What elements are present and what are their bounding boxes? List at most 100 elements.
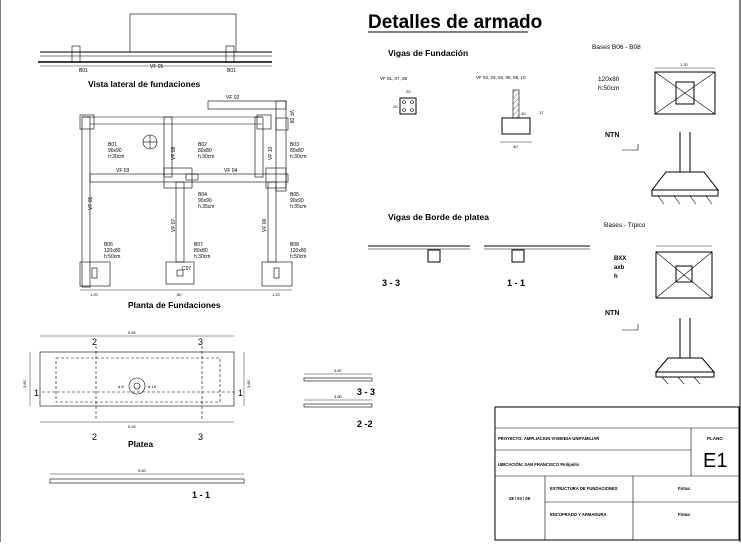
col-b04: [185, 173, 199, 181]
b02-h: h:30cm: [198, 154, 214, 160]
platea-inner: [55, 357, 221, 403]
b06-size: 120x80: [598, 76, 620, 83]
tipico-plan: [655, 251, 713, 299]
base-b03: B03 80x80 h:30cm: [290, 142, 306, 160]
sec33-slab: [303, 377, 373, 382]
vigas-fundacion: Vigas de Fundación VF 01, 07, 08 VF 02, …: [380, 48, 544, 149]
cut-1-left: 1: [34, 388, 39, 398]
b05-h: h:35cm: [290, 204, 306, 210]
vigas-borde: Vigas de Borde de platea 3 - 3 1 - 1: [368, 212, 590, 288]
vb-beam-a: [427, 249, 441, 263]
base-b02: B02 80x80 h:30cm: [198, 142, 214, 160]
planta-title: Planta de Fundaciones: [128, 300, 221, 310]
rebar-a: [402, 100, 406, 104]
vb-cut-b: 1 - 1: [507, 278, 525, 288]
vf-title: Vigas de Fundación: [388, 48, 468, 58]
lbl-vf10: VF 10: [268, 146, 274, 160]
col-b07: [176, 269, 184, 277]
b01-h: h:30cm: [108, 154, 124, 160]
cut-1-right: 1: [238, 388, 243, 398]
cut-2-top: 2: [92, 337, 97, 347]
sec22-dim-text: 3.80: [334, 394, 343, 399]
tb-encofrado: ENCOFRADO Y ARMADURA: [550, 512, 606, 517]
tb-outline: [494, 406, 740, 541]
title-block: PROYECTO: AMPLIACION VIVIENDA UNIFAMILIA…: [494, 406, 740, 541]
platea-center-a: ø 8: [118, 384, 125, 389]
b06-diag-b: [654, 71, 716, 115]
vista-lateral-title: Vista lateral de fundaciones: [88, 79, 201, 89]
pad-b05: [265, 167, 287, 189]
b08-h: h:50cm: [290, 254, 306, 260]
seccion-1-1: 5.60 1 - 1: [49, 468, 245, 500]
tipico-ntn: NTN: [605, 310, 619, 317]
bases-b06-b08: Bases B06 - B08 120x80 h:50cm 1.20 NTN: [592, 44, 720, 205]
sec11-slab: [49, 478, 245, 484]
b02-size: 80x80: [198, 148, 212, 154]
beam-vf03-vf04: [89, 173, 289, 183]
lbl-vf04: VF 04: [224, 168, 238, 174]
base-b07: B07 80x80 h:30cm: [194, 242, 210, 260]
tipico-line2: axb: [614, 265, 625, 271]
tb-firma2: Firma:: [678, 512, 691, 517]
pad-b04: [163, 167, 193, 189]
platea-drain: [128, 377, 146, 395]
sec11-dim-text: 5.60: [138, 468, 147, 473]
platea-center-b: ø 15: [148, 384, 157, 389]
b01-size: 90x90: [108, 148, 122, 154]
b06-dim: 1.20: [680, 62, 689, 67]
vb-cut-a: 3 - 3: [382, 278, 400, 288]
b04-size: 90x90: [198, 198, 212, 204]
vf-section-1: [399, 97, 417, 115]
vista-lateral: B01 VF 05 B01 Vista lateral de fundacion…: [38, 13, 272, 89]
vf2-dim-b: .37: [538, 110, 544, 115]
sec33-label: 3 - 3: [357, 387, 375, 397]
lbl-vf03: VF 03: [116, 168, 130, 174]
rebar-b: [410, 100, 414, 104]
b06-plan: [654, 71, 716, 115]
beam-vf09: [275, 100, 287, 192]
vf-group2: VF 02, 03, 04, 05, 09, 10: [476, 75, 526, 80]
vb-title: Vigas de Borde de platea: [388, 212, 489, 222]
b04-h: h:35cm: [198, 204, 214, 210]
pad-b07: [165, 261, 195, 285]
platea-dim-text-right: 3.80: [246, 379, 251, 388]
wall-elevation: [129, 13, 237, 53]
tipico-bar2: [677, 376, 685, 385]
pier-right: [225, 45, 235, 63]
beam-vf08: [163, 116, 173, 178]
planta-dim-1: 1.20: [90, 292, 99, 297]
seccion-3-3-small: 3.87 3 - 3: [303, 368, 375, 397]
b06-footing-base: [651, 189, 719, 197]
cut-3-bottom: 3: [198, 432, 203, 442]
lbl-vf09: VF 09: [288, 110, 294, 124]
beam-vf07: [175, 181, 185, 263]
tipico-line3: h: [614, 274, 618, 280]
tipico-footing: [654, 357, 716, 373]
pad-b06: [79, 261, 111, 287]
vb-beam-b: [511, 249, 525, 263]
tipico-diag-b: [655, 251, 713, 299]
b07-h: h:30cm: [194, 254, 210, 260]
tipico-bar1: [661, 376, 669, 385]
base-b01: B01 90x90 h:30cm: [108, 142, 124, 160]
rebar-c: [402, 108, 406, 112]
beam-vf02: [207, 100, 287, 110]
b06-h: h:50cm: [598, 85, 619, 92]
sec11-label: 1 - 1: [192, 490, 210, 500]
tipico-bar3: [693, 376, 701, 385]
tb-plano-label: PLANO: [707, 436, 723, 441]
b07-name: B07: [194, 242, 203, 248]
lat-vf05: VF 05: [150, 64, 164, 70]
b01-name: B01: [108, 142, 117, 148]
b08-size: 120x80: [290, 248, 307, 254]
vf-section-2: [501, 117, 531, 135]
b06-name: B06: [104, 242, 113, 248]
beam-vf06: [267, 181, 277, 263]
planta-dim-3: 1.20: [272, 292, 281, 297]
rebar-d: [410, 108, 414, 112]
cut-3-top: 3: [198, 337, 203, 347]
base-b05: B05 90x90 h:35cm: [290, 192, 306, 210]
b03-h: h:30cm: [290, 154, 306, 160]
